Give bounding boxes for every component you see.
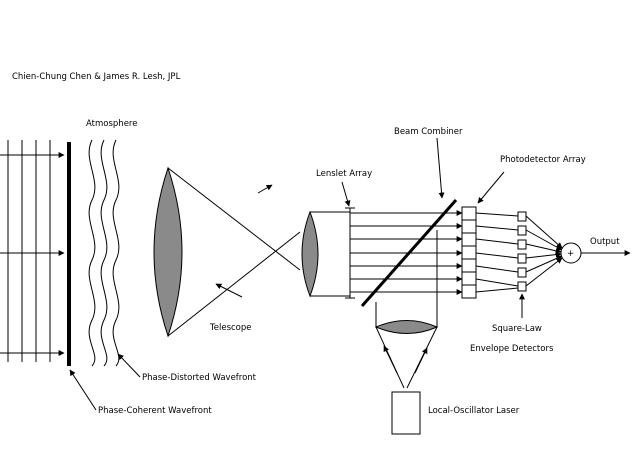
signal-beams: [350, 210, 463, 295]
photodetector-array: [461, 206, 477, 299]
phase-distorted-wavefront-label: Phase-Distorted Wavefront: [142, 373, 257, 383]
telescope-lens: [153, 166, 183, 338]
square-law-label: Square-Law: [492, 324, 542, 334]
photodetector-array-label: Photodetector Array: [500, 155, 586, 165]
envelope-detectors-label: Envelope Detectors: [470, 344, 554, 354]
atmosphere-label: Atmosphere: [86, 119, 137, 129]
summer-inputs: [525, 215, 563, 287]
square-law-detectors: [517, 211, 527, 292]
authors-credit: Chien-Chung Chen & James R. Lesh, JPL: [12, 72, 181, 82]
local-oscillator-laser-label: Local-Oscillator Laser: [428, 406, 520, 416]
beam-combiner: [360, 199, 458, 307]
incoming-rays: [0, 140, 65, 362]
collimating-lens: [301, 210, 319, 298]
atmosphere-distorted-wavefronts: [88, 139, 120, 367]
lenslet-array-label: Lenslet Array: [316, 169, 372, 179]
phase-coherent-wavefront-label: Phase-Coherent Wavefront: [98, 406, 212, 416]
telescope-label: Telescope: [209, 323, 252, 333]
summer-symbol: +: [567, 249, 574, 259]
local-oscillator-laser: [391, 391, 421, 435]
detector-outputs: [475, 212, 519, 293]
local-oscillator-lens: [374, 320, 439, 334]
output-label: Output: [590, 237, 620, 247]
beam-combiner-label: Beam Combiner: [394, 127, 463, 137]
